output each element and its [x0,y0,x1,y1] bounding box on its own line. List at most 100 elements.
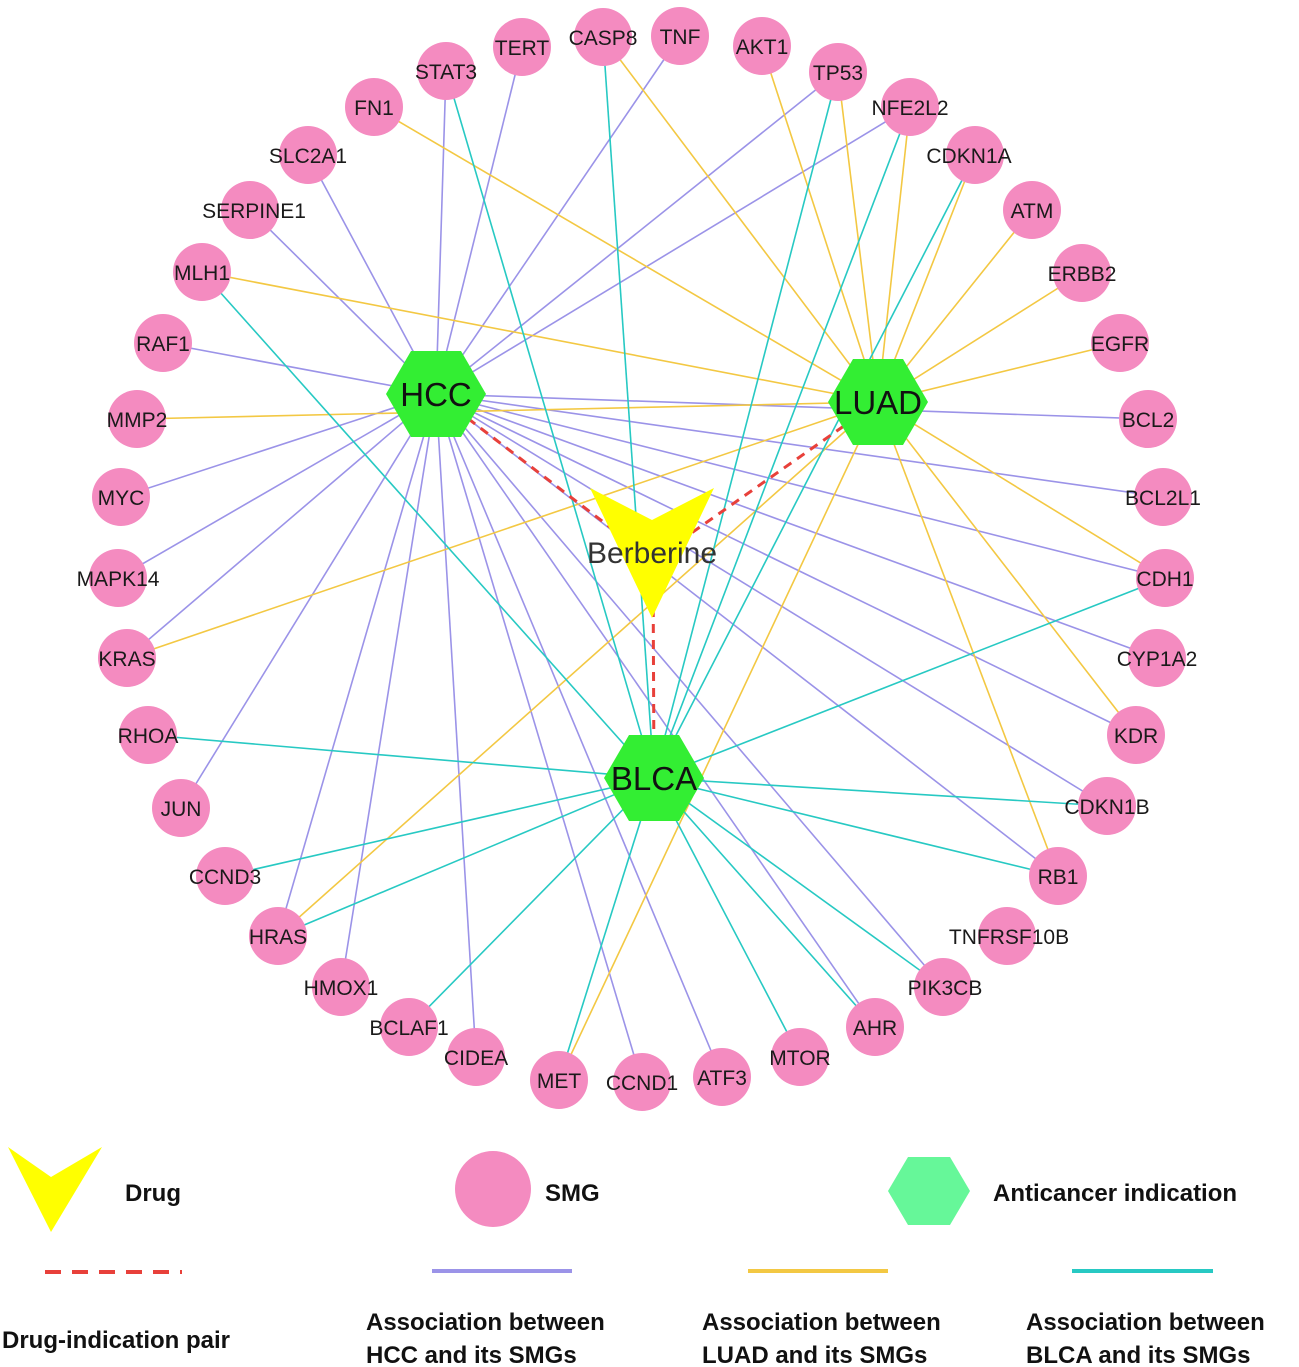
smg-circle [1128,629,1186,687]
edge-luad-nfe2l2 [877,106,911,403]
smg-node-atf3[interactable]: ATF3 [693,1048,751,1106]
smg-node-slc2a1[interactable]: SLC2A1 [269,126,347,184]
smg-label: TNF [660,26,701,49]
smg-circle [221,181,279,239]
smg-label: TP53 [813,62,863,85]
smg-node-mapk14[interactable]: MAPK14 [77,549,160,607]
smg-node-ccnd3[interactable]: CCND3 [189,847,261,905]
smg-circle [380,998,438,1056]
smg-node-mlh1[interactable]: MLH1 [173,243,231,301]
indication-hexagon [604,735,704,821]
smg-node-mtor[interactable]: MTOR [769,1028,831,1086]
legend: Drug SMG Anticancer indication Drug-indi… [2,1147,1265,1367]
smg-label: RB1 [1038,866,1079,889]
smg-circle [1119,390,1177,448]
smg-node-kras[interactable]: KRAS [98,629,156,687]
smg-label: HRAS [249,926,307,949]
smg-label: STAT3 [415,61,477,84]
edge-luad-tp53 [837,71,879,403]
drug-node[interactable] [590,488,714,618]
smg-node-kdr[interactable]: KDR [1107,706,1165,764]
smg-node-pik3cb[interactable]: PIK3CB [908,958,983,1016]
smg-node-cdh1[interactable]: CDH1 [1136,549,1194,607]
smg-circle [89,549,147,607]
smg-node-tnf[interactable]: TNF [651,7,709,65]
smg-node-akt1[interactable]: AKT1 [733,17,791,75]
smg-label: SERPINE1 [202,200,306,223]
smg-node-jun[interactable]: JUN [152,779,210,837]
indication-hexagon [386,351,486,437]
smg-node-ccnd1[interactable]: CCND1 [606,1053,678,1111]
legend-hcc-label-line2: HCC and its SMGs [366,1342,577,1367]
edge-hcc-rb1 [435,393,1059,877]
smg-node-bcl2[interactable]: BCL2 [1119,390,1177,448]
smg-label: MTOR [769,1047,830,1070]
smg-node-bclaf1[interactable]: BCLAF1 [369,998,449,1056]
smg-node-mmp2[interactable]: MMP2 [107,390,168,448]
smg-node-erbb2[interactable]: ERBB2 [1048,244,1117,302]
indication-node-hcc[interactable]: HCC [386,351,486,437]
smg-circle [946,126,1004,184]
smg-node-tert[interactable]: TERT [493,18,551,76]
edge-hcc-nfe2l2 [435,106,911,395]
smg-node-ahr[interactable]: AHR [846,998,904,1056]
smg-node-egfr[interactable]: EGFR [1091,314,1149,372]
smg-circle [1134,468,1192,526]
smg-circle [1029,847,1087,905]
smg-label: EGFR [1091,333,1149,356]
smg-circle [1107,706,1165,764]
legend-drug-label: Drug [125,1180,181,1207]
edge-hcc-stat3 [435,70,447,395]
smg-node-hmox1[interactable]: HMOX1 [304,958,379,1016]
smg-label: HMOX1 [304,977,379,1000]
edge-luad-met [558,401,879,1081]
smg-node-tnfrsf10b[interactable]: TNFRSF10B [949,907,1069,965]
smg-label: ATM [1011,200,1054,223]
smg-node-cdkn1a[interactable]: CDKN1A [926,126,1012,184]
smg-label: TERT [495,37,550,60]
smg-circle [345,78,403,136]
smg-node-fn1[interactable]: FN1 [345,78,403,136]
smg-node-casp8[interactable]: CASP8 [569,8,638,66]
smg-label: FN1 [354,97,394,120]
indication-node-luad[interactable]: LUAD [828,359,928,445]
smg-circle [134,314,192,372]
smg-circle [530,1051,588,1109]
smg-node-cdkn1b[interactable]: CDKN1B [1064,777,1150,835]
edge-blca-mlh1 [201,271,655,779]
smg-circle [693,1048,751,1106]
smg-node-atm[interactable]: ATM [1003,181,1061,239]
edge-hcc-pik3cb [435,393,944,988]
legend-smg-symbol [455,1151,531,1227]
smg-label: CASP8 [569,27,638,50]
edge-hcc-cdkn1b [435,393,1108,807]
smg-node-cyp1a2[interactable]: CYP1A2 [1117,629,1198,687]
smg-node-stat3[interactable]: STAT3 [415,42,477,100]
smg-label: PIK3CB [908,977,983,1000]
smg-label: MAPK14 [77,568,160,591]
smg-node-tp53[interactable]: TP53 [809,43,867,101]
indication-node-blca[interactable]: BLCA [604,735,704,821]
edge-luad-kdr [877,401,1137,736]
edge-blca-cdh1 [653,577,1166,779]
smg-circle [914,958,972,1016]
smg-node-hras[interactable]: HRAS [249,907,307,965]
smg-circle [152,779,210,837]
legend-indication-label: Anticancer indication [993,1180,1237,1207]
smg-node-rhoa[interactable]: RHOA [118,706,179,764]
smg-node-nfe2l2[interactable]: NFE2L2 [871,78,949,136]
smg-label: AHR [853,1017,897,1040]
smg-node-bcl2l1[interactable]: BCL2L1 [1125,468,1201,526]
edge-luad-rb1 [877,401,1059,877]
smg-node-raf1[interactable]: RAF1 [134,314,192,372]
smg-node-met[interactable]: MET [530,1051,588,1109]
smg-circle [173,243,231,301]
smg-node-rb1[interactable]: RB1 [1029,847,1087,905]
smg-node-myc[interactable]: MYC [92,468,150,526]
edge-luad-mmp2 [136,401,879,420]
smg-node-cidea[interactable]: CIDEA [444,1028,508,1086]
smg-label: MYC [98,487,145,510]
indication-nodes-layer: HCC LUAD BLCA [386,351,928,821]
smg-node-serpine1[interactable]: SERPINE1 [202,181,306,239]
